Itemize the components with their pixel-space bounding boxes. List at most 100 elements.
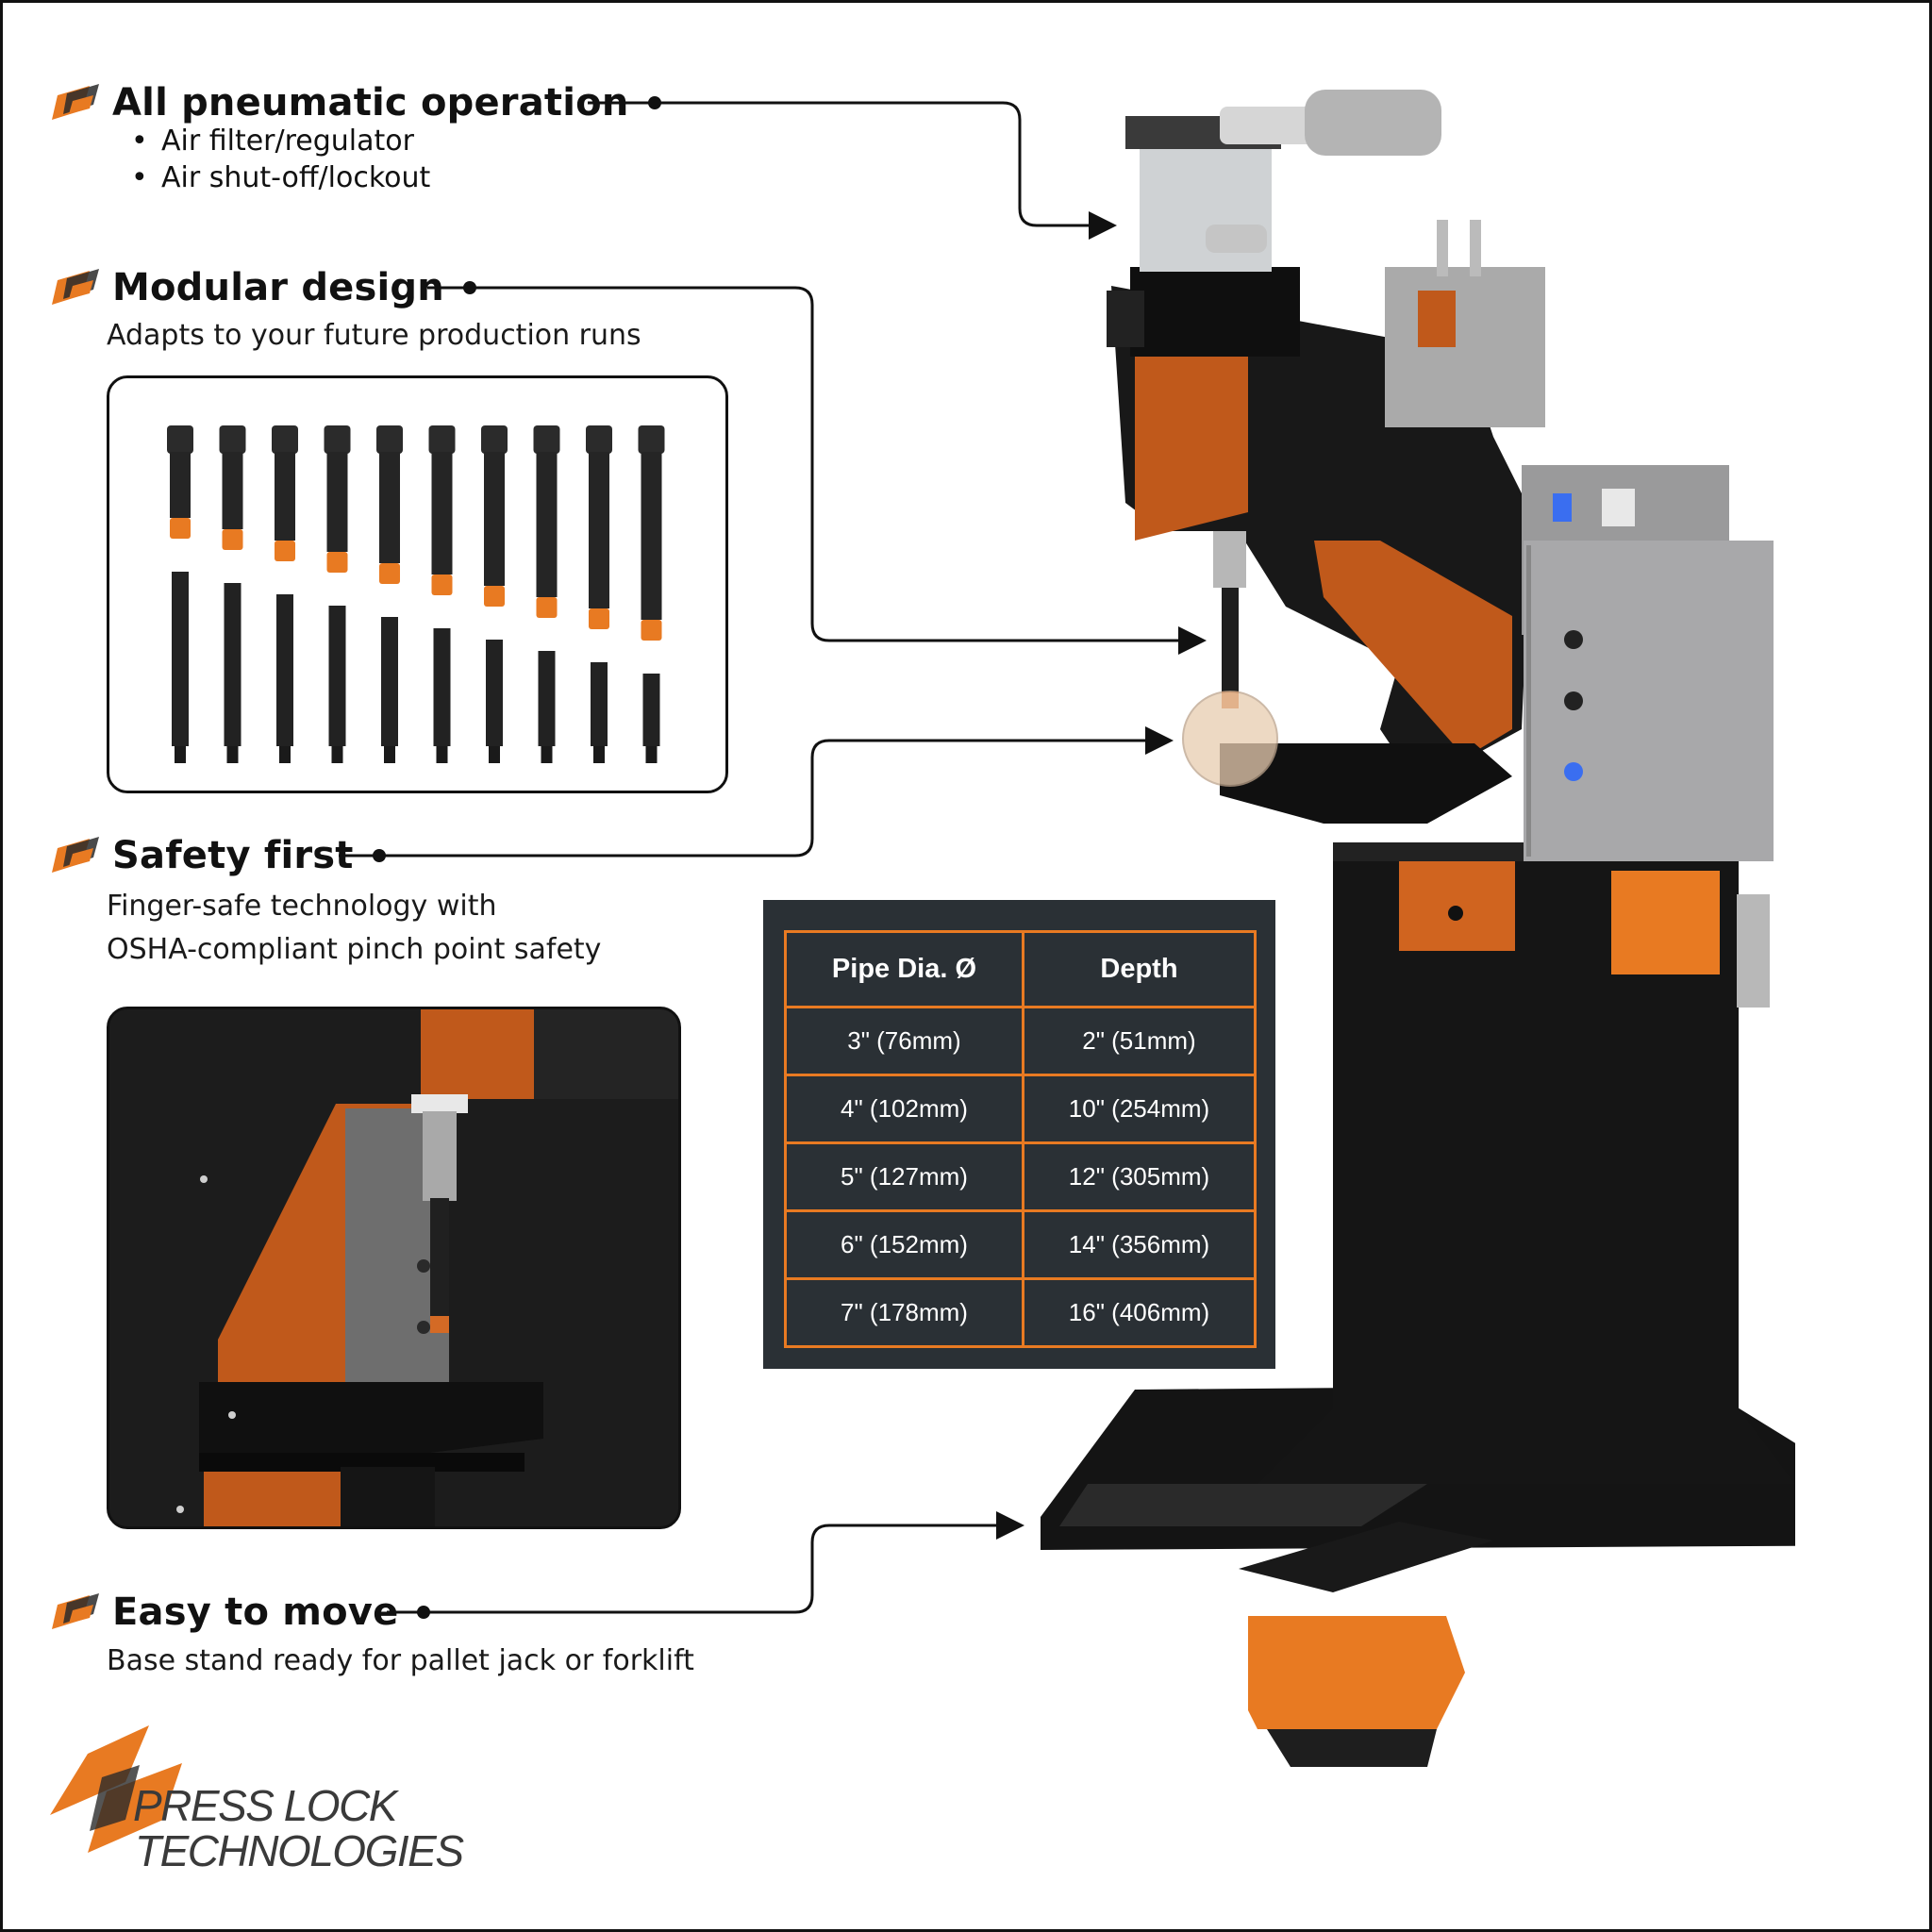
feature-modular-heading: Modular design <box>52 261 476 314</box>
table-header-row: Pipe Dia. Ø Depth <box>784 930 1257 1008</box>
brand-mark-icon <box>52 837 99 873</box>
feature-move-heading: Easy to move <box>52 1586 431 1639</box>
tool-lower-body <box>486 640 503 746</box>
tool-tip <box>222 529 243 550</box>
brand-mark-icon <box>52 84 99 120</box>
table-row: 7" (178mm)16" (406mm) <box>784 1277 1257 1348</box>
tool-tip <box>379 563 400 584</box>
callout-line-safety <box>339 726 1174 858</box>
table-cell: 6" (152mm) <box>784 1209 1024 1280</box>
tool-pin <box>645 746 658 763</box>
callout-dot <box>372 849 386 862</box>
callout-line-modular <box>427 286 1207 655</box>
logo-text-line-1: PRESS LOCK <box>133 1781 398 1830</box>
table-cell: 4" (102mm) <box>784 1074 1024 1144</box>
callout-dot <box>462 281 476 294</box>
table-cell: 7" (178mm) <box>784 1277 1024 1348</box>
table-row: 3" (76mm)2" (51mm) <box>784 1006 1257 1076</box>
tool-lower-body <box>381 617 398 746</box>
table-cell: 3" (76mm) <box>784 1006 1024 1076</box>
tool-upper-body <box>431 452 453 575</box>
tool-pin <box>331 746 343 763</box>
tool-pin <box>279 746 291 763</box>
tool-pin <box>489 746 500 763</box>
tool-pin <box>436 746 448 763</box>
brand-mark-icon <box>52 269 99 305</box>
tool-upper-body <box>275 452 295 541</box>
feature-move-title: Easy to move <box>112 1591 399 1634</box>
tooling-set-image <box>107 375 728 793</box>
press-machine-image <box>1041 90 1795 1767</box>
feature-safety-description-line-2: OSHA-compliant pinch point safety <box>107 933 602 966</box>
tool-pin <box>593 746 605 763</box>
tool-upper-body <box>484 452 505 586</box>
table-cell: 5" (127mm) <box>784 1141 1024 1212</box>
tool-head <box>481 425 508 454</box>
tool-upper-body <box>589 452 609 608</box>
bullet-item: Air shut-off/lockout <box>108 159 430 196</box>
spec-table: Pipe Dia. Ø Depth 3" (76mm)2" (51mm) 4" … <box>784 930 1257 1348</box>
feature-pneumatic-title: All pneumatic operation <box>112 81 629 125</box>
tool-head <box>167 425 193 454</box>
tool-upper-body <box>379 452 400 563</box>
tool-head <box>586 425 612 454</box>
feature-safety-heading: Safety first <box>52 829 386 882</box>
table-cell: 16" (406mm) <box>1021 1277 1257 1348</box>
tool-pin <box>384 746 395 763</box>
tool-head <box>533 425 560 454</box>
tool-head <box>219 425 246 454</box>
tool-pin <box>226 746 239 763</box>
brand-mark-icon <box>52 1593 99 1629</box>
table-cell: 2" (51mm) <box>1021 1006 1257 1076</box>
tool-tip <box>484 586 505 607</box>
column-header-pipe-diameter: Pipe Dia. Ø <box>784 930 1024 1008</box>
tool-tip <box>326 552 348 573</box>
tool-upper-body <box>326 452 348 552</box>
spec-table-panel: Pipe Dia. Ø Depth 3" (76mm)2" (51mm) 4" … <box>763 900 1275 1369</box>
tool-head <box>376 425 403 454</box>
tool-lower-body <box>433 628 451 746</box>
tool-head <box>272 425 298 454</box>
feature-modular-title: Modular design <box>112 266 444 309</box>
table-row: 4" (102mm)10" (254mm) <box>784 1074 1257 1144</box>
tool-lower-body <box>276 594 293 746</box>
table-cell: 14" (356mm) <box>1021 1209 1257 1280</box>
tool-upper-body <box>641 452 662 620</box>
callout-line-move <box>387 1511 1024 1614</box>
tool-pin <box>541 746 553 763</box>
feature-safety-description-line-1: Finger-safe technology with <box>107 890 497 923</box>
callout-line-pneumatic <box>588 101 1117 240</box>
tool-tip <box>641 620 662 641</box>
tool-tip <box>275 541 295 561</box>
tool-pin <box>175 746 186 763</box>
feature-pneumatic-bullets: Air filter/regulator Air shut-off/lockou… <box>108 123 430 196</box>
bullet-item: Air filter/regulator <box>108 123 430 159</box>
tool-tip <box>536 597 558 618</box>
callout-dot <box>417 1606 431 1619</box>
company-logo: PRESS LOCK TECHNOLOGIES <box>50 1725 465 1876</box>
table-cell: 10" (254mm) <box>1021 1074 1257 1144</box>
table-row: 6" (152mm)14" (356mm) <box>784 1209 1257 1280</box>
callout-lines <box>339 101 1207 1614</box>
tool-upper-body <box>170 452 191 518</box>
tool-lower-body <box>591 662 608 746</box>
tool-tip <box>431 575 453 595</box>
tool-lower-body <box>538 651 556 746</box>
logo-mark-icon <box>50 1725 182 1853</box>
safety-closeup-image <box>107 1007 681 1529</box>
tool-head <box>638 425 665 454</box>
tool-tip <box>589 608 609 629</box>
tool-tip <box>170 518 191 539</box>
table-row: 5" (127mm)12" (305mm) <box>784 1141 1257 1212</box>
tool-lower-body <box>328 606 346 746</box>
tool-lower-body <box>172 572 189 746</box>
logo-text-line-2: TECHNOLOGIES <box>135 1826 464 1875</box>
tool-upper-body <box>222 452 243 529</box>
feature-pneumatic-heading: All pneumatic operation <box>52 76 661 129</box>
tool-head <box>324 425 351 454</box>
tool-lower-body <box>642 674 660 746</box>
column-header-depth: Depth <box>1021 930 1257 1008</box>
tool-head <box>428 425 456 454</box>
feature-safety-title: Safety first <box>112 834 354 877</box>
